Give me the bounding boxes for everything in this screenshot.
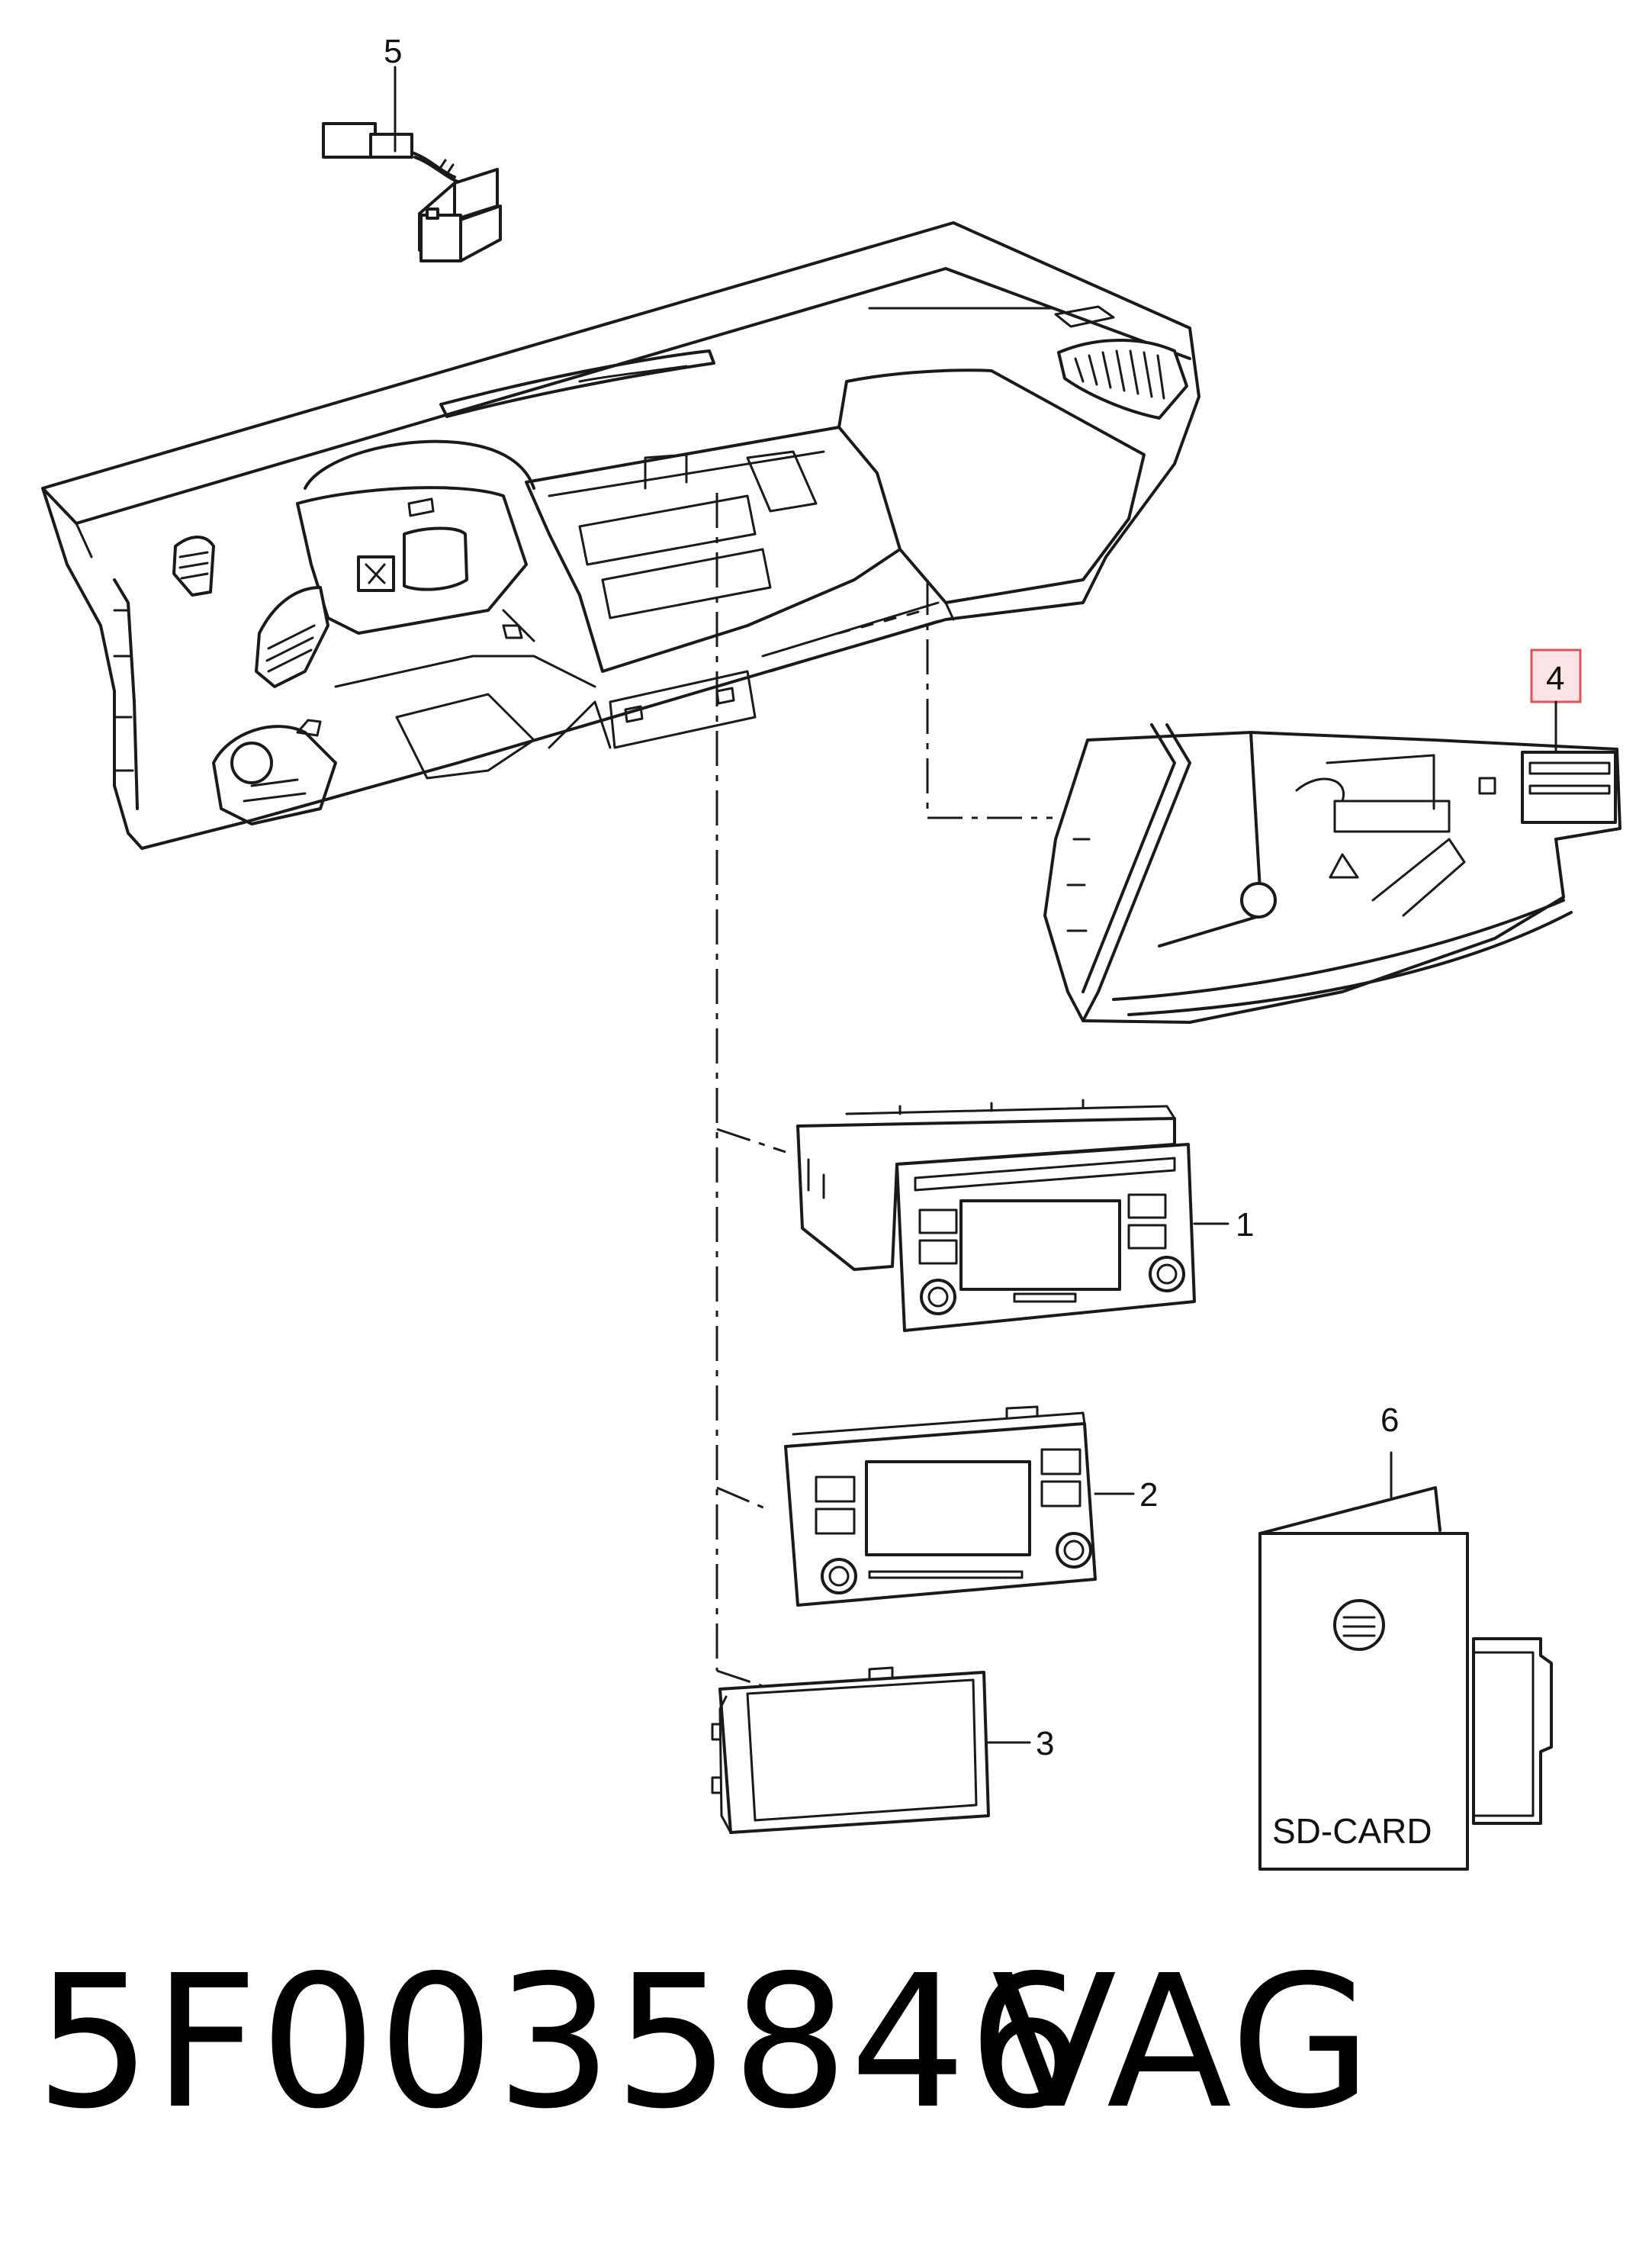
sd-card-label: SD-CARD: [1272, 1811, 1432, 1851]
display-trim-part-3: [711, 1666, 990, 1834]
leader-lines: [715, 493, 1053, 1688]
glovebox-part-4: [1043, 723, 1621, 1024]
radio-unit-part-1: [796, 1099, 1196, 1332]
callout-5: 5: [384, 33, 402, 70]
callout-6: 6: [1380, 1401, 1399, 1439]
callout-4: 4: [1546, 660, 1564, 697]
callout-3: 3: [1036, 1725, 1054, 1762]
callout-4-highlight: [1530, 648, 1582, 703]
callout-1: 1: [1236, 1206, 1254, 1244]
brand-name: VAG: [992, 1935, 1374, 2149]
front-panel-part-2: [784, 1405, 1097, 1607]
harness-part-5: [322, 122, 502, 262]
part-number: 5F0035846: [35, 1935, 1086, 2149]
sd-card-package-part-6: [1258, 1486, 1553, 1871]
dashboard: [41, 221, 1200, 850]
callout-2: 2: [1139, 1476, 1158, 1514]
